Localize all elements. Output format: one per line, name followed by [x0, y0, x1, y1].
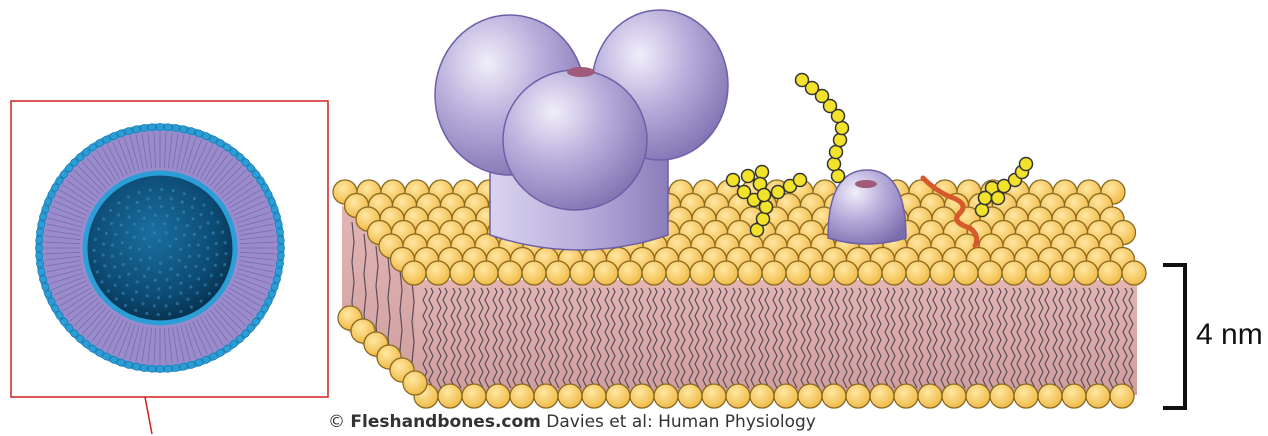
lipid-head: [1026, 261, 1050, 285]
lipid-head: [918, 384, 942, 408]
lipid-head: [834, 261, 858, 285]
lipid-head: [1050, 261, 1074, 285]
lipid-head: [750, 384, 774, 408]
sugar-bead: [976, 204, 989, 217]
lipid-head: [510, 384, 534, 408]
lipid-head: [678, 384, 702, 408]
copyright-symbol: ©: [328, 412, 345, 432]
sugar-bead: [979, 192, 992, 205]
sugar-bead: [830, 146, 843, 159]
sugar-bead: [772, 186, 785, 199]
lipid-head: [1110, 384, 1134, 408]
lipid-head: [762, 261, 786, 285]
lipid-head: [618, 261, 642, 285]
lipid-head: [666, 261, 690, 285]
copyright-credit: © Fleshandbones.com Davies et al: Human …: [328, 410, 816, 434]
lipid-head: [474, 261, 498, 285]
lipid-head: [726, 384, 750, 408]
protein-pore: [567, 67, 595, 77]
inset-pointer-line: [145, 397, 152, 434]
lipid-head: [630, 384, 654, 408]
lipid-head: [1086, 384, 1110, 408]
lipid-head: [894, 384, 918, 408]
credit-site: Fleshandbones.com: [350, 412, 540, 432]
vesicle-inset: [11, 101, 328, 434]
sugar-bead: [832, 170, 845, 183]
lipid-head: [930, 261, 954, 285]
lipid-head: [1098, 261, 1122, 285]
peripheral-protein-pore: [855, 180, 877, 188]
scale-bracket: [1163, 265, 1185, 408]
lipid-head: [978, 261, 1002, 285]
lipid-head: [810, 261, 834, 285]
membrane-bilayer: [333, 180, 1146, 408]
lipid-head: [1062, 384, 1086, 408]
sugar-bead: [992, 192, 1005, 205]
lipid-head: [486, 384, 510, 408]
lipid-head: [402, 261, 426, 285]
lipid-head: [1122, 261, 1146, 285]
lipid-head: [582, 384, 606, 408]
lipid-head: [966, 384, 990, 408]
sugar-bead: [742, 170, 755, 183]
lipid-head: [1074, 261, 1098, 285]
lipid-head: [822, 384, 846, 408]
sugar-bead: [1020, 158, 1033, 171]
lipid-head: [882, 261, 906, 285]
lipid-head: [954, 261, 978, 285]
lipid-head: [906, 261, 930, 285]
lipid-head: [462, 384, 486, 408]
lipid-head: [570, 261, 594, 285]
lipid-head: [798, 384, 822, 408]
sugar-bead: [758, 189, 771, 202]
lipid-head: [738, 261, 762, 285]
lipid-head: [858, 261, 882, 285]
lipid-head: [498, 261, 522, 285]
lipid-head: [522, 261, 546, 285]
sugar-bead: [756, 166, 769, 179]
scale-label: 4 nm: [1196, 318, 1263, 352]
lipid-head: [654, 384, 678, 408]
lipid-head: [403, 371, 427, 395]
sugar-bead: [796, 74, 809, 87]
lipid-head: [426, 261, 450, 285]
lipid-head: [558, 384, 582, 408]
vesicle-lumen: [85, 173, 235, 323]
lipid-head: [534, 384, 558, 408]
lipid-head: [990, 384, 1014, 408]
lipid-head: [774, 384, 798, 408]
lipid-head: [1002, 261, 1026, 285]
lipid-head: [942, 384, 966, 408]
sugar-bead: [760, 201, 773, 214]
lipid-head: [870, 384, 894, 408]
credit-citation: Davies et al: Human Physiology: [546, 412, 816, 432]
sugar-bead: [828, 158, 841, 171]
lipid-head: [546, 261, 570, 285]
lipid-head: [846, 384, 870, 408]
lipid-head: [714, 261, 738, 285]
lipid-head: [438, 384, 462, 408]
lipid-head: [642, 261, 666, 285]
lipid-head: [450, 261, 474, 285]
lipid-head: [690, 261, 714, 285]
lipid-head: [1038, 384, 1062, 408]
protein-lobe-front: [503, 70, 647, 210]
lipid-head: [594, 261, 618, 285]
sugar-bead: [757, 213, 770, 226]
lipid-head: [702, 384, 726, 408]
lipid-head: [1014, 384, 1038, 408]
sugar-bead: [794, 174, 807, 187]
sugar-bead: [834, 134, 847, 147]
sugar-bead: [727, 174, 740, 187]
sugar-bead: [738, 186, 751, 199]
sugar-bead: [836, 122, 849, 135]
lipid-head: [606, 384, 630, 408]
lipid-head: [786, 261, 810, 285]
